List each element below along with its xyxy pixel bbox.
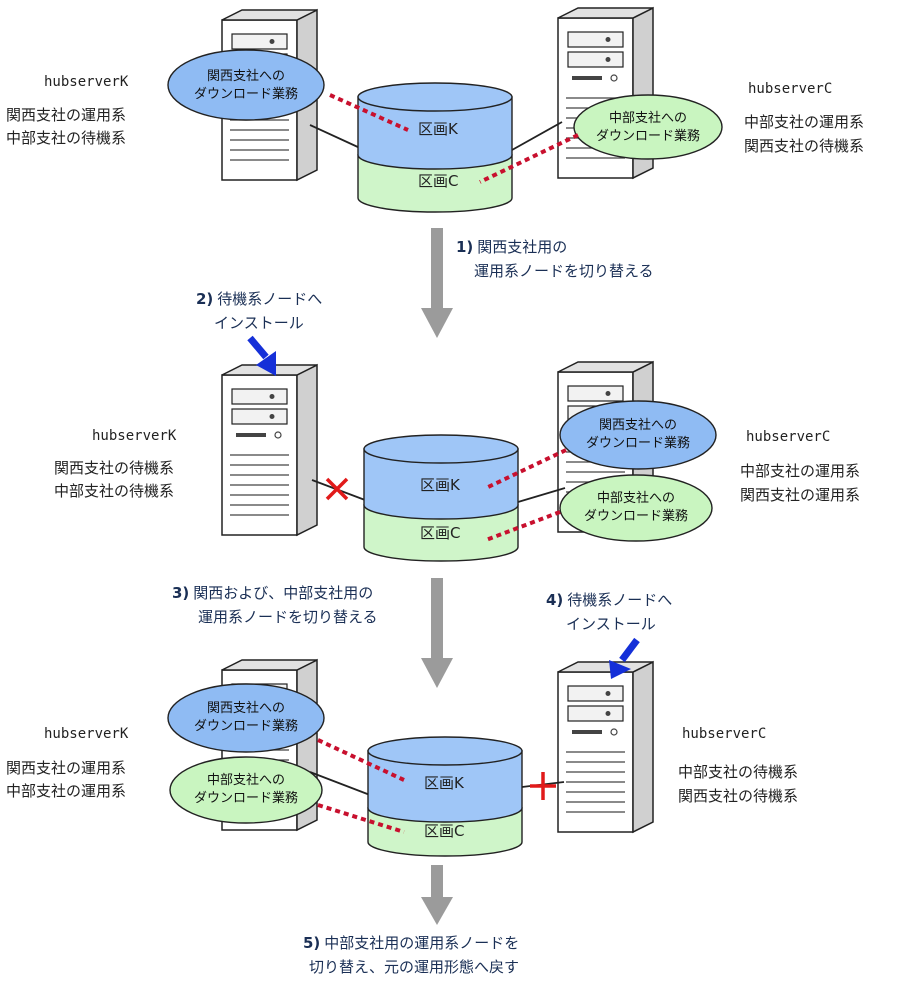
stage-1: 区画K 区画C 関西支社への ダウンロード業務 中部支社への ダウンロード業務 … (6, 7, 864, 213)
svg-text:ダウンロード業務: ダウンロード業務 (194, 86, 298, 102)
segment-k-label: 区画K (420, 476, 461, 494)
link-line (309, 771, 371, 796)
dotted-link (479, 133, 579, 184)
segment-c-label: 区画C (424, 822, 464, 840)
server-c-name: hubserverC (748, 81, 832, 97)
server-k-role1: 関西支社の運用系 (6, 759, 126, 777)
flow-arrow-2 (421, 578, 453, 688)
step2-text-line2: インストール (214, 314, 304, 332)
step5-text: 5)中部支社用の運用系ノードを (303, 934, 519, 952)
svg-text:関西支社への: 関西支社への (207, 68, 285, 84)
server-k-role1: 関西支社の運用系 (6, 106, 126, 124)
kansai-download-bubble (167, 683, 325, 753)
server-c-icon (557, 661, 654, 833)
server-k-name: hubserverK (92, 428, 177, 444)
step2-text: 2)待機系ノードへ (196, 290, 322, 308)
link-cut-icon (530, 772, 556, 800)
svg-text:ダウンロード業務: ダウンロード業務 (194, 718, 298, 734)
server-k-icon (221, 364, 318, 536)
stage-3: 区画K 区画C 関西支社への ダウンロード業務 中部支社への ダウンロード業務 … (6, 637, 798, 857)
svg-text:関西支社への: 関西支社への (599, 417, 677, 433)
link-line (309, 124, 361, 149)
server-k-role1: 関西支社の待機系 (54, 459, 174, 477)
step4-text-line2: インストール (566, 615, 656, 633)
server-c-role2: 関西支社の待機系 (678, 787, 798, 805)
svg-text:ダウンロード業務: ダウンロード業務 (194, 790, 298, 806)
server-c-name: hubserverC (746, 429, 830, 445)
flow-arrow-3 (421, 865, 453, 925)
server-c-role1: 中部支社の待機系 (678, 763, 798, 781)
flow-arrow-1 (421, 228, 453, 338)
chubu-download-bubble (559, 474, 713, 542)
dotted-link (485, 510, 561, 542)
install-arrow-icon (609, 637, 640, 679)
svg-text:ダウンロード業務: ダウンロード業務 (584, 508, 688, 524)
svg-text:中部支社への: 中部支社への (207, 772, 285, 788)
disk-cylinder (367, 736, 523, 857)
step3-text-line2: 運用系ノードを切り替える (198, 608, 378, 626)
server-c-role2: 関西支社の待機系 (744, 137, 864, 155)
step5-text-line2: 切り替え、元の運用形態へ戻す (309, 958, 519, 976)
kansai-download-bubble (559, 400, 717, 470)
server-c-role2: 関西支社の運用系 (740, 486, 860, 504)
step1-text-line2: 運用系ノードを切り替える (474, 262, 654, 280)
link-line (517, 487, 566, 503)
step1-text: 1)関西支社用の (456, 238, 567, 256)
chubu-download-bubble (573, 94, 723, 160)
segment-k-label: 区画K (424, 774, 465, 792)
install-arrow-icon (247, 335, 276, 376)
svg-text:ダウンロード業務: ダウンロード業務 (596, 128, 700, 144)
step4-text: 4)待機系ノードへ (546, 591, 672, 609)
disk-cylinder (357, 82, 513, 213)
svg-text:中部支社への: 中部支社への (597, 490, 675, 506)
link-cut-icon (325, 477, 349, 501)
dotted-link (485, 448, 567, 490)
server-k-name: hubserverK (44, 726, 129, 742)
svg-text:中部支社への: 中部支社への (609, 110, 687, 126)
dotted-link (317, 803, 405, 834)
chubu-download-bubble (169, 756, 323, 824)
segment-k-label: 区画K (418, 120, 459, 138)
disk-cylinder (363, 434, 519, 562)
server-c-name: hubserverC (682, 726, 766, 742)
server-c-role1: 中部支社の運用系 (740, 462, 860, 480)
segment-c-label: 区画C (420, 524, 460, 542)
svg-text:ダウンロード業務: ダウンロード業務 (586, 435, 690, 451)
server-k-role2: 中部支社の待機系 (54, 482, 174, 500)
kansai-download-bubble (167, 49, 325, 121)
svg-text:関西支社への: 関西支社への (207, 700, 285, 716)
server-c-role1: 中部支社の運用系 (744, 113, 864, 131)
step3-text: 3)関西および、中部支社用の (172, 584, 373, 602)
server-k-role2: 中部支社の待機系 (6, 129, 126, 147)
server-k-role2: 中部支社の運用系 (6, 782, 126, 800)
stage-2: 区画K 区画C 関西支社への ダウンロード業務 中部支社への ダウンロード業務 … (54, 335, 860, 562)
segment-c-label: 区画C (418, 172, 458, 190)
link-line (511, 121, 563, 151)
server-k-name: hubserverK (44, 74, 129, 90)
dotted-link (317, 738, 405, 782)
